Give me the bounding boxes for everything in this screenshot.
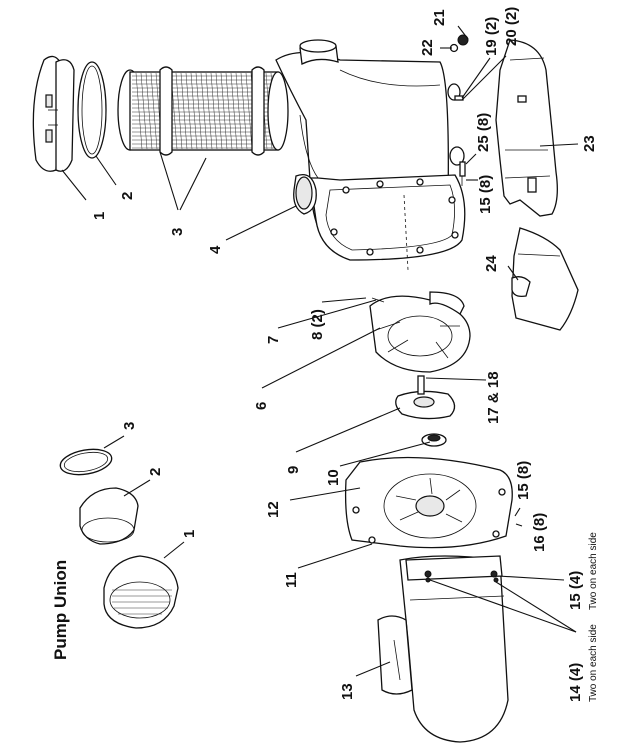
callout-15c: 15 (4) — [567, 571, 584, 610]
callout-15b: 15 (8) — [515, 461, 532, 500]
motor-cover — [495, 39, 558, 217]
callout-24: 24 — [483, 255, 500, 272]
union-callout-3: 3 — [121, 422, 138, 430]
callout-14: 14 (4) — [567, 663, 584, 702]
shaft-seal — [421, 433, 447, 447]
union-o-ring — [59, 448, 113, 476]
callout-16: 16 (8) — [531, 513, 548, 552]
leader-lines — [61, 25, 579, 677]
callout-17-18: 17 & 18 — [485, 371, 502, 424]
callout-12: 12 — [265, 501, 282, 518]
callout-6: 6 — [253, 402, 270, 410]
callout-23: 23 — [581, 135, 598, 152]
callout-21: 21 — [431, 9, 448, 26]
callout-15a: 15 (8) — [477, 175, 494, 214]
pump-union-title: Pump Union — [51, 560, 70, 660]
callout-9: 9 — [285, 466, 302, 474]
callout-2: 2 — [119, 192, 136, 200]
strainer-basket — [117, 66, 289, 156]
diffuser — [369, 291, 471, 373]
callout-10: 10 — [325, 469, 342, 486]
seal-plate — [344, 456, 513, 549]
callout-15-note: Two on each side — [588, 532, 599, 610]
pump-housing — [275, 39, 466, 271]
callout-19: 19 (2) — [483, 17, 500, 56]
motor-cover-base — [511, 227, 579, 331]
union-tailpiece — [79, 487, 139, 545]
callout-25: 25 (8) — [475, 113, 492, 152]
union-callout-1: 1 — [181, 530, 198, 538]
strainer-lid — [32, 55, 75, 172]
motor — [377, 555, 509, 743]
callout-8: 8 (2) — [309, 309, 326, 340]
impeller — [395, 375, 456, 420]
callout-11: 11 — [283, 572, 300, 588]
callout-22: 22 — [419, 39, 436, 56]
union-nut — [103, 555, 179, 629]
callout-14-note: Two on each side — [588, 624, 599, 702]
callout-labels: 1 2 3 4 6 7 8 (2) 9 10 11 12 13 14 (4) T… — [51, 7, 599, 702]
lid-o-ring — [77, 61, 107, 159]
callout-7: 7 — [265, 336, 282, 344]
callout-4: 4 — [207, 245, 224, 254]
callout-3: 3 — [169, 228, 186, 236]
callout-1: 1 — [91, 212, 108, 220]
union-callout-2: 2 — [147, 468, 164, 476]
callout-13: 13 — [339, 683, 356, 700]
callout-20: 20 (2) — [503, 7, 520, 46]
